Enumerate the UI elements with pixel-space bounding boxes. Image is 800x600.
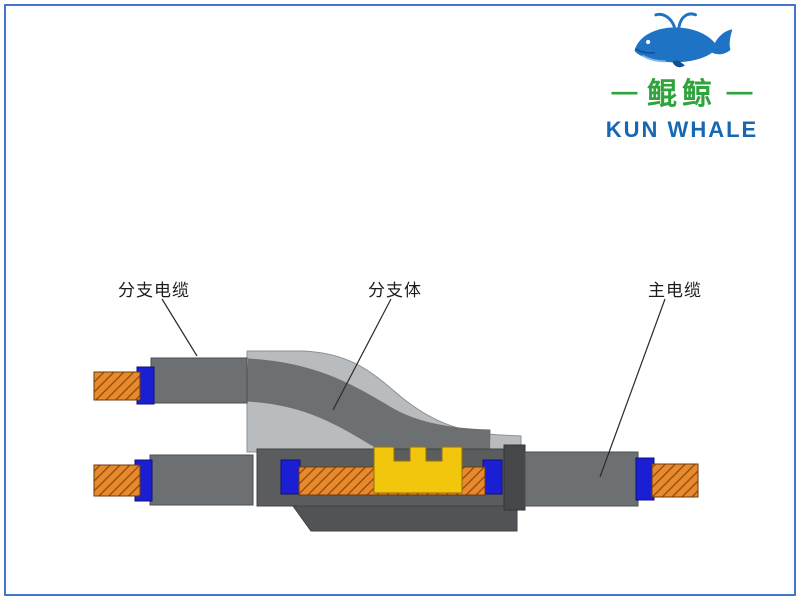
main-cable-left-sheath: [149, 454, 254, 506]
logo-dash-left: —: [611, 76, 638, 106]
logo-cn-line: — 鲲鲸 —: [592, 76, 772, 115]
label-main-cable: 主电缆: [648, 281, 702, 300]
branch-cable-sheath: [150, 357, 248, 404]
label-branch-cable: 分支电缆: [118, 281, 190, 300]
clamp-ring: [503, 444, 526, 511]
logo-en-text: KUN WHALE: [605, 117, 759, 142]
leader-line-branch-body: [332, 298, 392, 411]
logo-cn-text: 鲲鲸: [647, 78, 717, 111]
main-cable-left-conductor: [93, 464, 141, 497]
main-cable-right-sheath: [524, 451, 639, 507]
branch-connector-clamp: [373, 446, 463, 494]
connector-insulation-left: [280, 459, 301, 495]
bottom-housing: [292, 505, 518, 532]
main-cable-right-conductor: [651, 463, 699, 498]
label-branch-body: 分支体: [368, 281, 422, 300]
logo-dash-right: —: [726, 76, 753, 106]
connector-insulation-right: [482, 459, 503, 495]
branch-cable-conductor: [93, 371, 141, 401]
leader-line-main-cable: [599, 298, 666, 478]
whale-icon: [634, 12, 733, 68]
kunwhale-logo: — 鲲鲸 — KUN WHALE: [592, 10, 772, 143]
main-cable-right-insulation-band: [635, 457, 655, 501]
leader-line-branch-cable: [161, 298, 198, 357]
